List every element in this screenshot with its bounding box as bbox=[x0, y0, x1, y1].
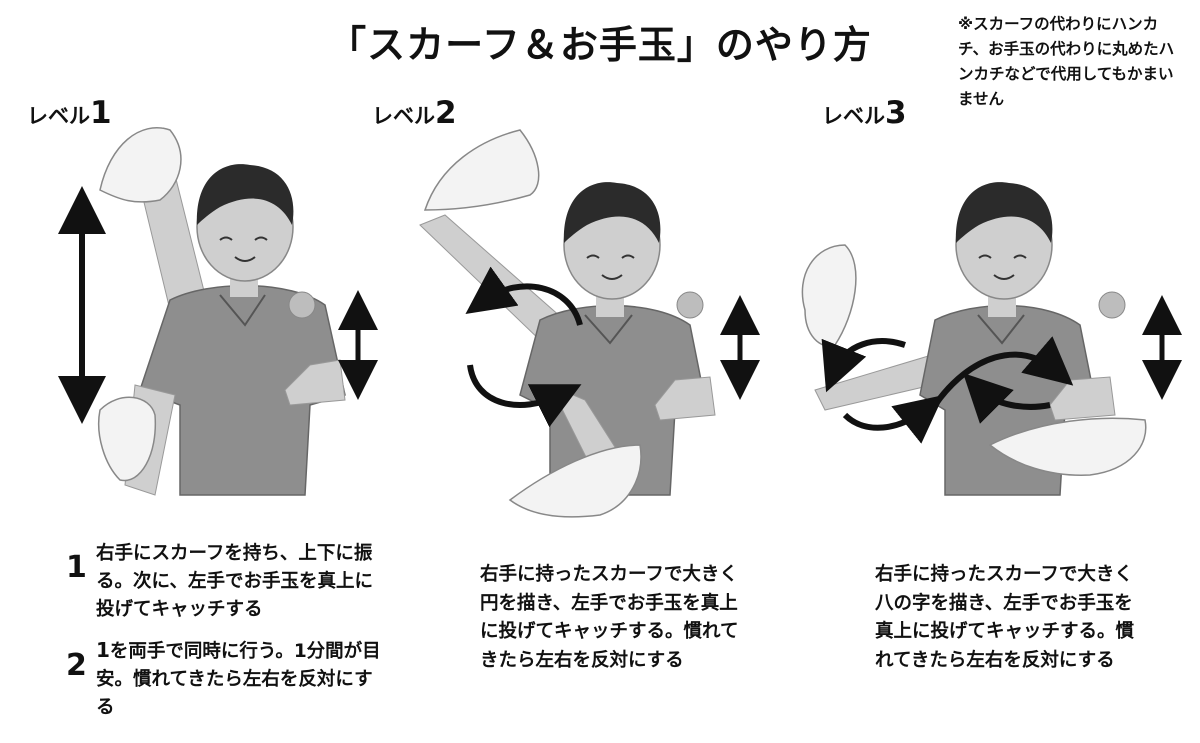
level-2-description: 右手に持ったスカーフで大きく円を描き、左手でお手玉を真上に投げてキャッチする。慣… bbox=[480, 564, 739, 671]
level-3-illustration bbox=[790, 115, 1190, 525]
left-arm bbox=[284, 359, 346, 406]
beanbag bbox=[288, 291, 316, 319]
level-2-number: 2 bbox=[435, 95, 457, 131]
level-1-step-1-number: 1 bbox=[66, 550, 87, 585]
figure-eight-arrow-right bbox=[963, 373, 1051, 424]
level-1-svg bbox=[58, 127, 378, 496]
beanbag bbox=[1098, 291, 1126, 319]
figure-eight-arrow-left bbox=[821, 338, 906, 393]
level-3-heading: レベル3 bbox=[822, 95, 907, 131]
figure-eight-arrow-upper bbox=[932, 336, 1074, 407]
left-arm bbox=[654, 376, 716, 421]
circle-arrow-lower bbox=[467, 364, 582, 428]
level-2-heading: レベル2 bbox=[372, 95, 457, 131]
level-3-description: 右手に持ったスカーフで大きく八の字を描き、左手でお手玉を真上に投げてキャッチする… bbox=[875, 564, 1135, 671]
figure-eight-arrow-lower bbox=[842, 395, 944, 444]
scarf-bottom bbox=[988, 417, 1147, 476]
page-title: 「スカーフ＆お手玉」のやり方 bbox=[328, 23, 872, 67]
level-1-step-2: 1を両手で同時に行う。1分間が目安。慣れてきたら左右を反対にする bbox=[96, 636, 386, 722]
level-3-number: 3 bbox=[885, 95, 907, 131]
scarf-left bbox=[801, 244, 857, 347]
level-1-step-1-text: 右手にスカーフを持ち、上下に振る。次に、左手でお手玉を真上に投げてキャッチする bbox=[96, 543, 373, 620]
level-1-number: 1 bbox=[90, 95, 112, 131]
scarf-top bbox=[423, 129, 540, 211]
level-1-heading: レベル1 bbox=[27, 95, 112, 131]
hair bbox=[196, 164, 294, 225]
circle-arrow-upper bbox=[465, 266, 583, 326]
level-2-word: レベル bbox=[372, 104, 435, 128]
level-3-word: レベル bbox=[822, 104, 885, 128]
scarf-bottom bbox=[98, 396, 157, 482]
hair bbox=[563, 182, 661, 243]
substitution-note: ※スカーフの代わりにハンカチ、お手玉の代わりに丸めたハンカチなどで代用してもかま… bbox=[958, 15, 1175, 108]
level-3-svg bbox=[801, 182, 1182, 496]
torso bbox=[519, 304, 706, 496]
level-1-illustration bbox=[40, 115, 440, 525]
level-2-illustration bbox=[400, 115, 800, 525]
left-arm bbox=[1049, 376, 1116, 421]
level-2-svg bbox=[419, 129, 760, 518]
torso bbox=[139, 284, 346, 496]
hair bbox=[955, 182, 1053, 243]
scarf-top bbox=[99, 127, 182, 203]
level-1-step-2-text: を両手で同時に行う。1分間が目安。慣れてきたら左右を反対にする bbox=[96, 641, 381, 718]
scarf-bottom bbox=[508, 444, 642, 518]
beanbag bbox=[676, 291, 704, 319]
level-1-word: レベル bbox=[27, 104, 90, 128]
level-1-step-2-ref: 1 bbox=[96, 638, 110, 662]
level-1-step-2-number: 2 bbox=[66, 648, 87, 683]
